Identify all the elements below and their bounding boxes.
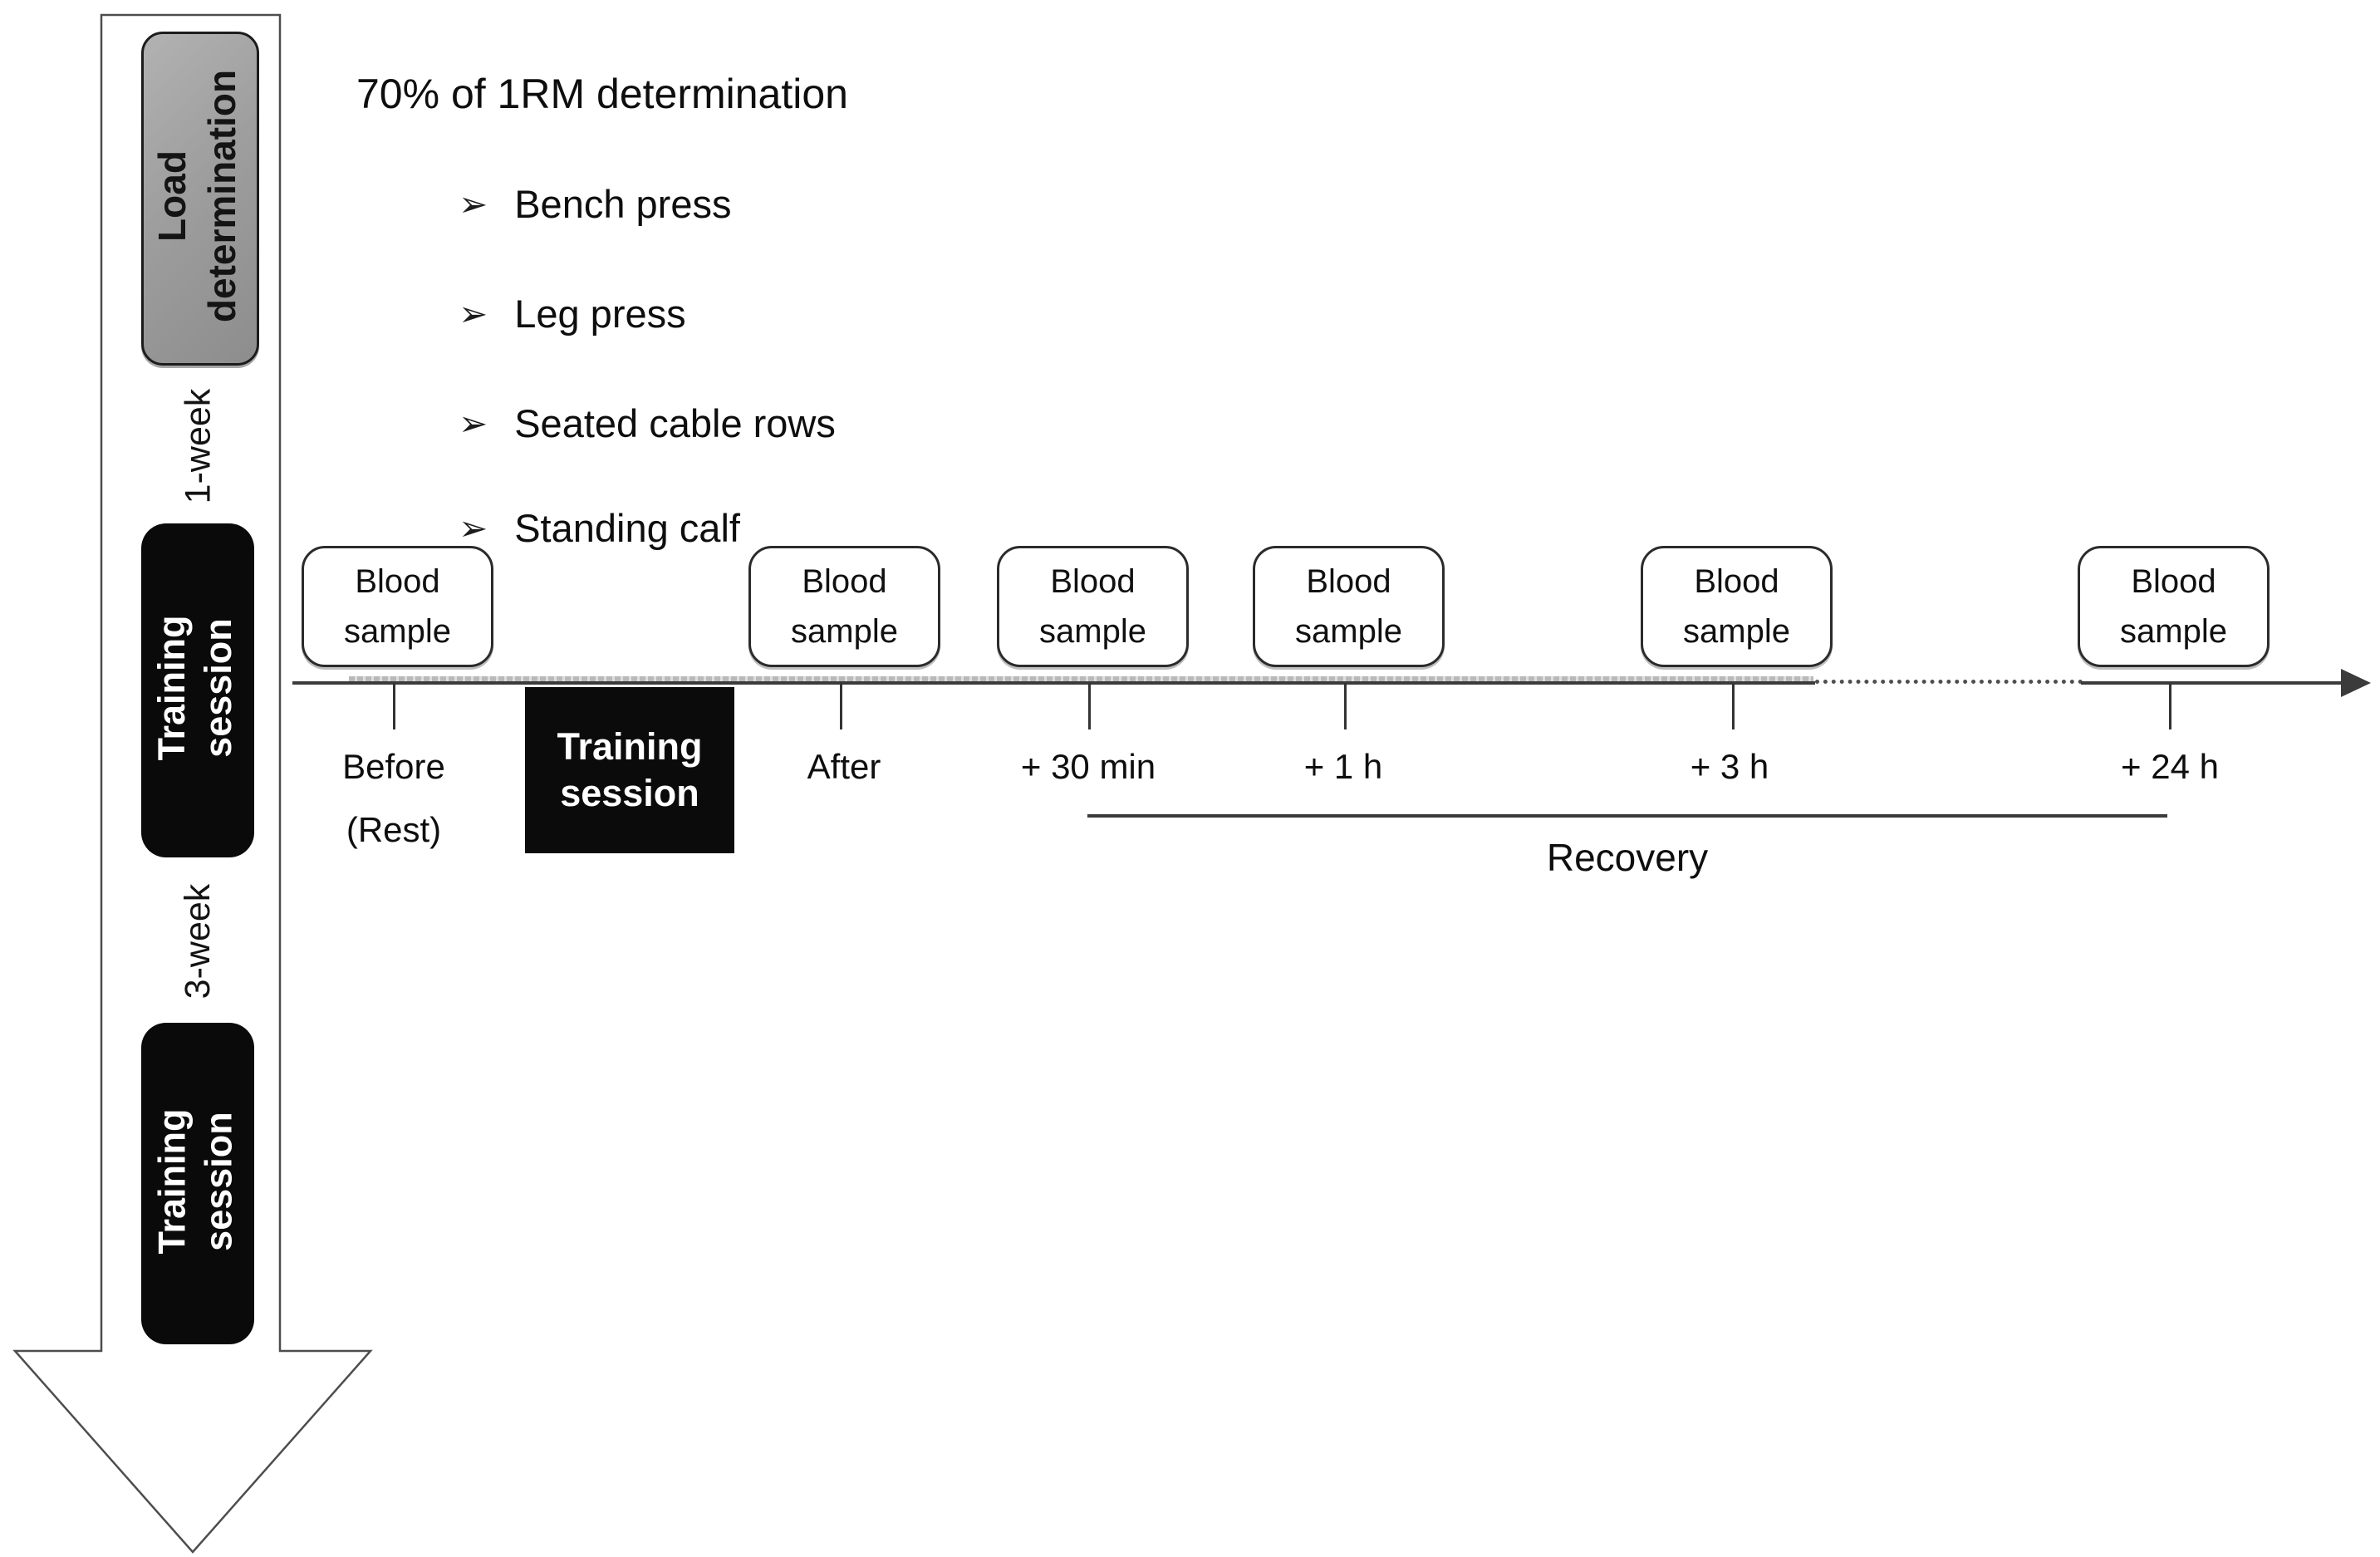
rm-item-label: Standing calf: [514, 506, 740, 550]
tick-label-after: After: [807, 747, 881, 786]
blood-sample-box-before: Blood sample: [302, 546, 493, 667]
tick-after: [840, 683, 842, 729]
rm-title: 70% of 1RM determination: [356, 71, 848, 117]
arrow-bullet-icon: ➢: [459, 294, 488, 333]
rm-item-label: Bench press: [514, 182, 732, 226]
rm-item-1: ➢ Bench press: [459, 181, 731, 227]
tick-label-before: Before (Rest): [342, 747, 445, 849]
timeline-line-solid-left: [292, 681, 1815, 685]
timeline-line-solid-right: [2081, 681, 2351, 685]
tick-label-3h: + 3 h: [1690, 747, 1769, 786]
week3-gap: 3-week: [141, 879, 254, 1004]
training-session-box-2: Training session: [141, 1023, 254, 1344]
load-determination-box: Load determination: [141, 32, 259, 366]
tick-1h: [1344, 683, 1347, 729]
recovery-label: Recovery: [1546, 836, 1709, 879]
timeline-line-dotted: [1815, 680, 2083, 684]
arrow-bullet-icon: ➢: [459, 508, 488, 548]
week3-label: 3-week: [177, 883, 218, 1000]
arrow-bullet-icon: ➢: [459, 404, 488, 443]
blood-sample-box-30min: Blood sample: [997, 546, 1189, 667]
rm-item-3: ➢ Seated cable rows: [459, 400, 836, 446]
recovery-span-line: [1087, 814, 2167, 818]
blood-sample-box-24h: Blood sample: [2078, 546, 2270, 667]
rm-item-label: Leg press: [514, 292, 686, 336]
tick-24h: [2169, 683, 2171, 729]
tick-before: [393, 683, 395, 729]
blood-sample-box-3h: Blood sample: [1641, 546, 1833, 667]
timeline-training-session-box: Training session: [525, 687, 734, 853]
tick-3h: [1732, 683, 1735, 729]
tick-30min: [1088, 683, 1091, 729]
tick-label-30min: + 30 min: [1020, 747, 1156, 786]
arrow-bullet-icon: ➢: [459, 184, 488, 223]
rm-item-2: ➢ Leg press: [459, 291, 686, 336]
timeline-gray-band: [349, 676, 1813, 681]
rm-item-4: ➢ Standing calf: [459, 505, 740, 551]
timeline-arrowhead-icon: [2341, 669, 2371, 697]
tick-label-1h: + 1 h: [1303, 747, 1383, 786]
rm-item-label: Seated cable rows: [514, 401, 836, 445]
blood-sample-box-after: Blood sample: [748, 546, 940, 667]
week1-gap: 1-week: [141, 381, 254, 510]
blood-sample-box-1h: Blood sample: [1253, 546, 1445, 667]
training-session-label-2: Training session: [150, 1108, 239, 1255]
tick-label-24h: + 24 h: [2121, 747, 2219, 786]
load-determination-label: Load determination: [150, 69, 243, 323]
training-session-box-1: Training session: [141, 523, 254, 857]
week1-label: 1-week: [177, 388, 218, 503]
training-session-label-1: Training session: [150, 615, 239, 761]
